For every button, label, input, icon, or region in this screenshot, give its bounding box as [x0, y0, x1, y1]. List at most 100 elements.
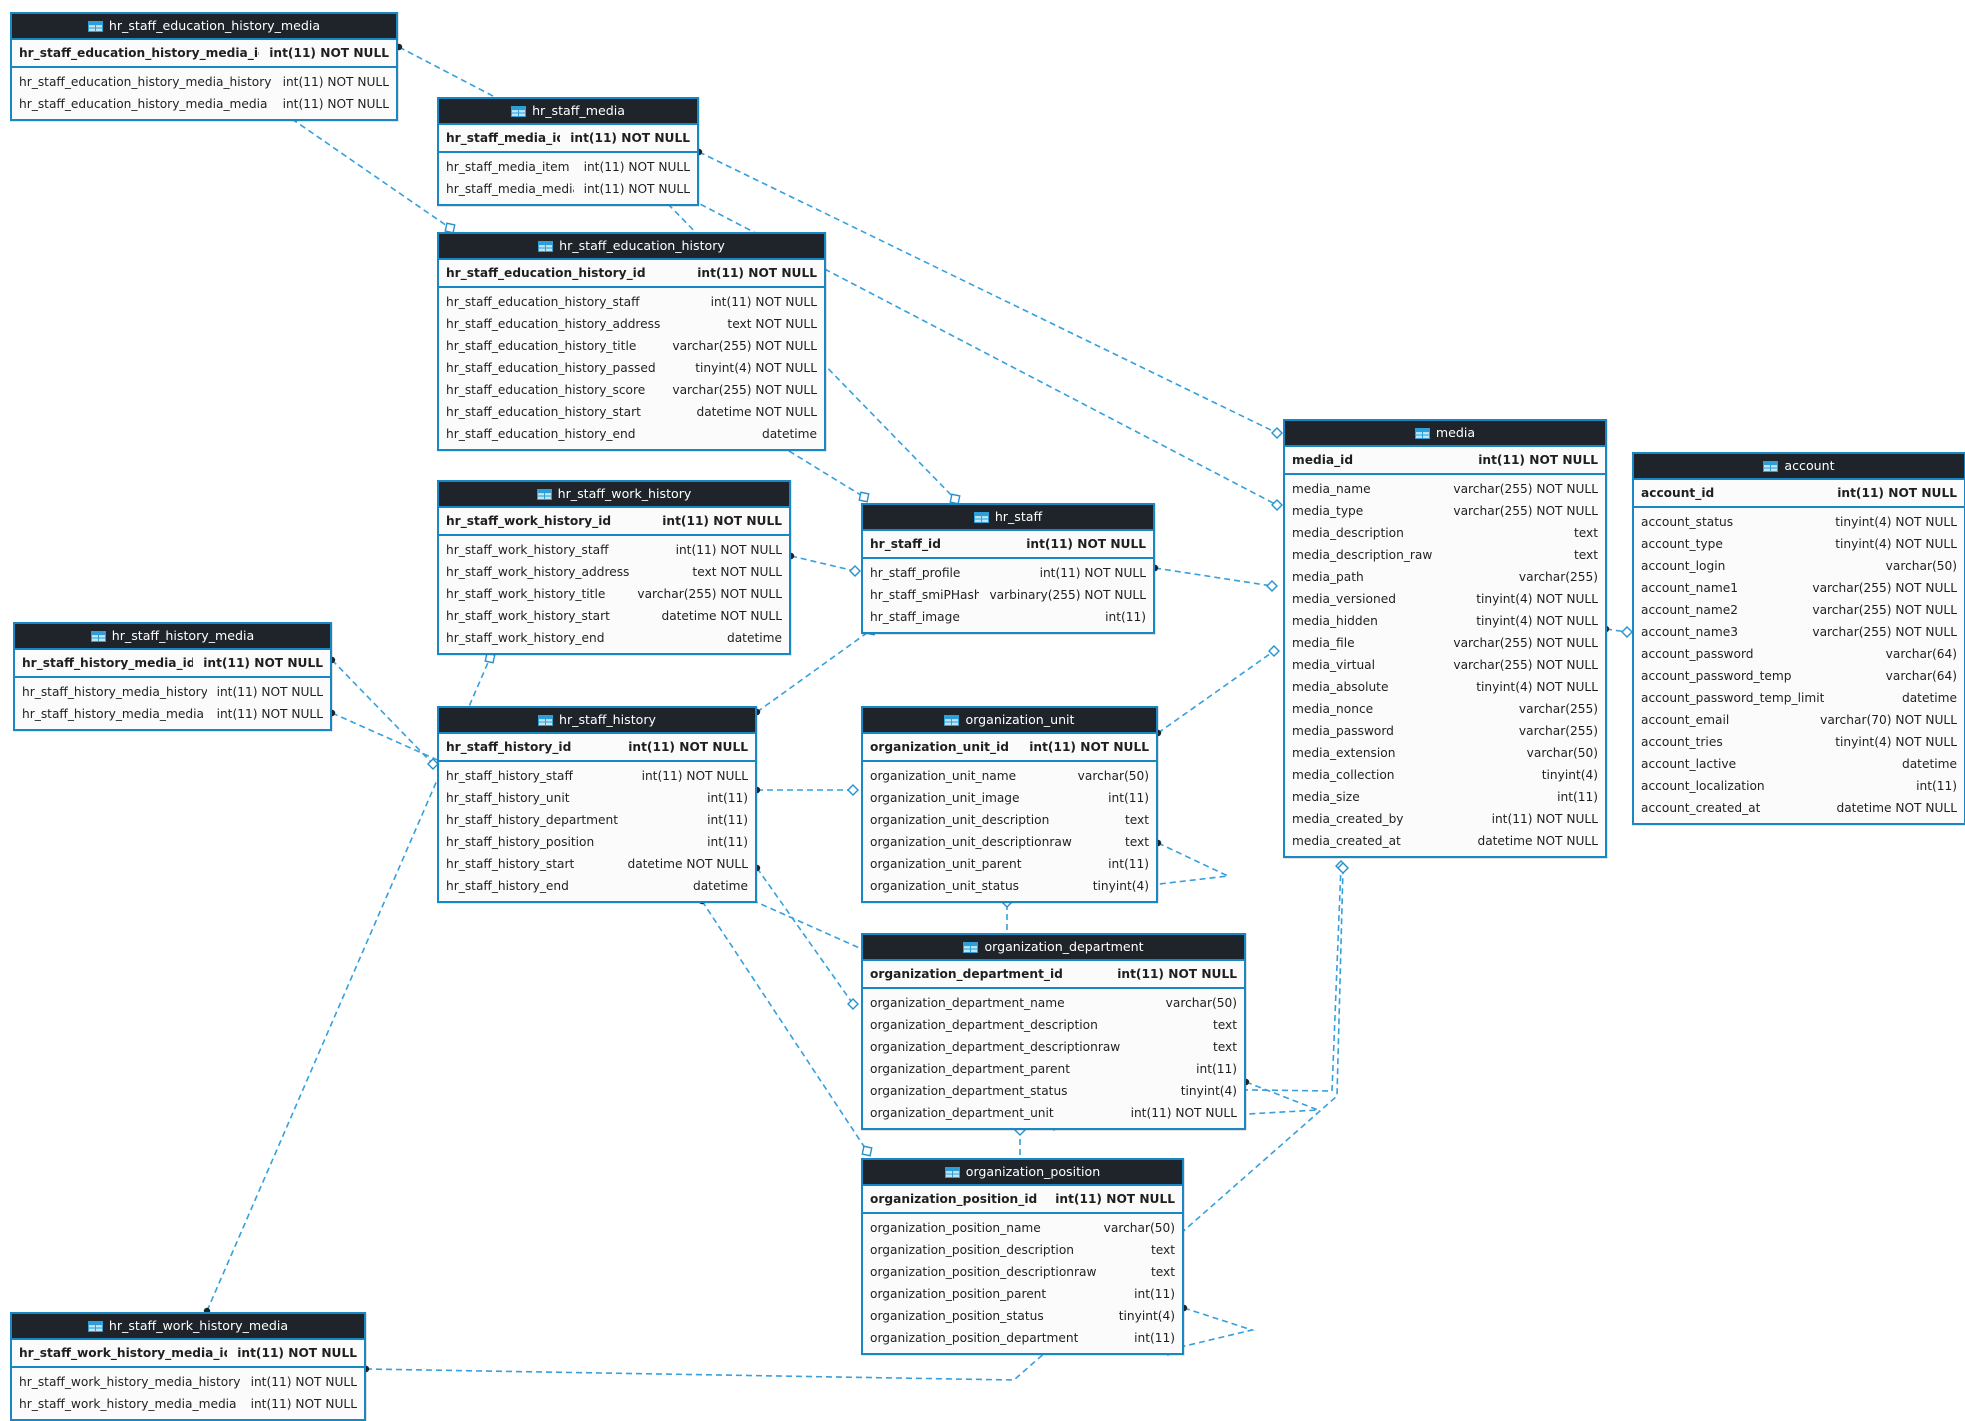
table-header[interactable]: hr_staff_work_history_media — [12, 1314, 364, 1340]
table-header[interactable]: organization_department — [863, 935, 1244, 961]
table-header[interactable]: hr_staff_history — [439, 708, 755, 734]
relation-hr_staff_work_history-to-hr_staff[interactable] — [790, 555, 856, 572]
relation-hr_staff_history_media-to-hr_staff_history[interactable] — [331, 659, 434, 765]
relation-organization_position-to-organization_position[interactable] — [1167, 1307, 1255, 1351]
relation-hr_staff_education_history-to-hr_staff[interactable] — [788, 450, 865, 498]
relation-hr_staff_education_history_media-to-hr_staff_education_history[interactable] — [291, 118, 451, 229]
column-row[interactable]: hr_staff_education_history_media_history… — [12, 71, 396, 93]
table-header[interactable]: hr_staff_media — [439, 99, 697, 125]
relation-hr_staff_media-to-media[interactable] — [698, 151, 1278, 434]
relation-hr_staff_history-to-organization_position[interactable] — [701, 900, 868, 1152]
table-header[interactable]: hr_staff — [863, 505, 1153, 531]
table-header[interactable]: hr_staff_education_history — [439, 234, 824, 260]
table-header[interactable]: hr_staff_education_history_media — [12, 14, 396, 40]
relation-organization_unit-to-media[interactable] — [1157, 650, 1275, 734]
relation-hr_staff-to-media[interactable] — [1154, 567, 1273, 587]
table-header[interactable]: organization_unit — [863, 708, 1156, 734]
relation-media-to-account[interactable] — [1605, 628, 1628, 633]
table-header[interactable]: organization_position — [863, 1160, 1182, 1186]
table-header[interactable]: hr_staff_history_media — [15, 624, 330, 650]
